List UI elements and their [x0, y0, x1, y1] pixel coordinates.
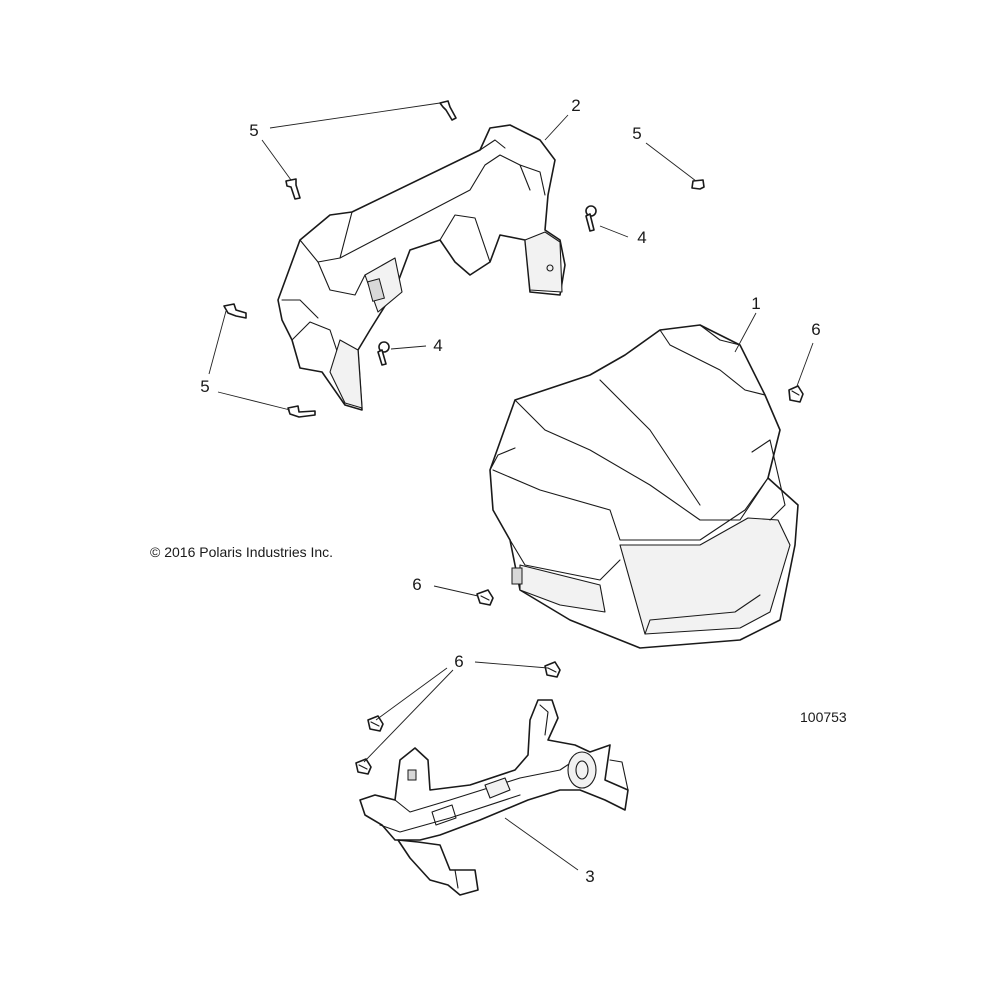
part-6-clip-bracket-left-upper: [367, 715, 384, 732]
part-1-headlight-housing: [489, 324, 799, 649]
part-6-clip-bracket-left-lower: [355, 758, 372, 775]
part-6-clip-right: [788, 385, 804, 403]
part-5-pin-right: [691, 179, 705, 190]
copyright-text: © 2016 Polaris Industries Inc.: [150, 544, 333, 560]
callout-labels: 1 2 3 4 4 5 5 5 6 6 6: [200, 96, 820, 886]
callout-5-left: 5: [200, 377, 209, 396]
callout-4-upper: 4: [637, 228, 646, 247]
part-6-clip-bracket-right: [544, 661, 561, 678]
part-4-screw-lower: [377, 341, 390, 366]
part-5-pin-top: [439, 100, 457, 121]
part-6-clip-middle: [476, 589, 494, 606]
part-4-screw-upper: [585, 205, 597, 232]
leader-lines: [208, 102, 814, 871]
part-5-pin-left-upper: [285, 178, 301, 200]
reference-number: 100753: [800, 709, 847, 725]
callout-1: 1: [751, 294, 760, 313]
callout-3: 3: [585, 867, 594, 886]
callout-5-top-left: 5: [249, 121, 258, 140]
callout-2: 2: [571, 96, 580, 115]
part-5-pin-left-lower: [287, 405, 316, 418]
callout-6-bracket: 6: [454, 652, 463, 671]
callout-6-middle: 6: [412, 575, 421, 594]
part-3-mounting-bracket: [359, 699, 629, 896]
callout-6-right: 6: [811, 320, 820, 339]
part-2-headlight-pod: [277, 124, 566, 411]
callout-4-lower: 4: [433, 336, 442, 355]
callout-5-top-right: 5: [632, 124, 641, 143]
part-5-pin-left-mid: [223, 303, 247, 319]
